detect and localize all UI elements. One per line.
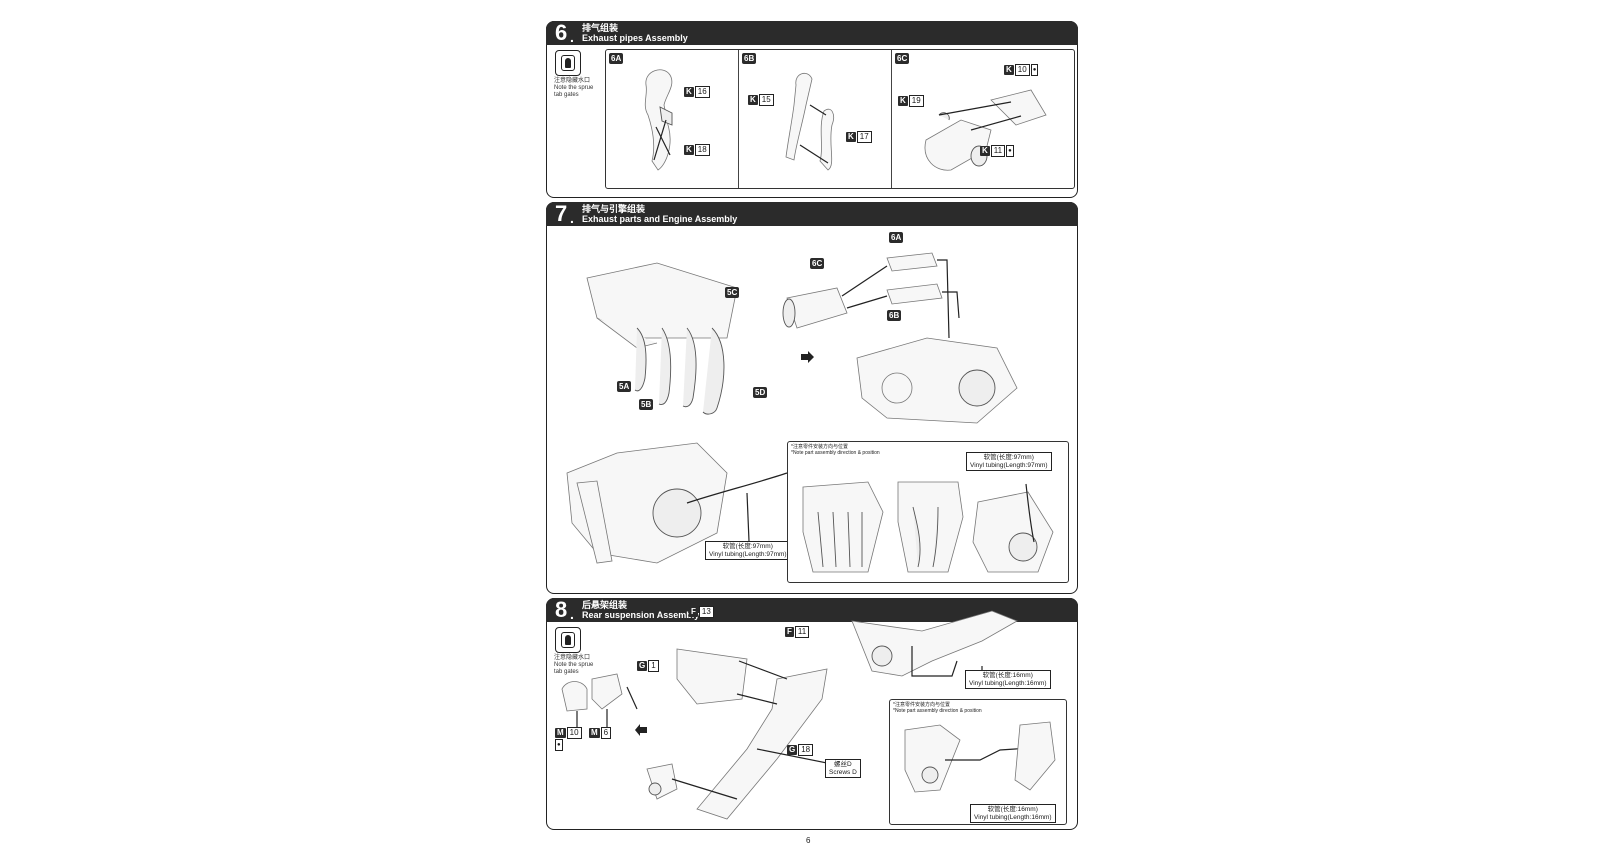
arrow-right-icon [801,351,814,363]
step-7-dot: . [570,210,574,226]
step-6-number: 6 [555,20,568,45]
panel-divider [891,50,892,188]
step-8-number: 8 [555,597,568,622]
engine-headers-drawing [586,262,738,415]
label-5a: 5A [617,381,632,392]
step-8-title-en: Rear suspension Assembly [582,610,700,620]
sprue-note-en-1: Note the sprue [554,662,594,668]
step-6-title-cn: 排气组装 [582,23,619,33]
inset-note: *注意零件安装方向与位置 *Note part assembly directi… [791,444,880,456]
step-6-header: 6 . 排气组装 Exhaust pipes Assembly [546,21,1078,45]
step-6-dot: . [570,29,574,45]
exhaust-engine-drawing [782,252,1018,424]
vinyl-tubing-caption-97mm: 软管(长度:97mm) Vinyl tubing(Length:97mm) [705,541,791,560]
label-6b: 6B [887,310,902,321]
inset-note: *注意零件安装方向与位置 *Note part assembly directi… [893,702,982,714]
label-5c: 5C [725,287,740,298]
step-7-title-cn: 排气与引擎组装 [582,204,646,214]
label-5b: 5B [639,399,654,410]
step-6-title-en: Exhaust pipes Assembly [582,33,688,43]
step-7-exhaust-engine: 7 . 排气与引擎组装 Exhaust parts and Engine Ass… [546,202,1078,594]
step-6-exhaust-pipes: 6 . 排气组装 Exhaust pipes Assembly 注意隐藏水口 N… [546,21,1078,198]
screws-d-caption: 螺丝D Screws D [825,759,861,778]
step-7-title-en: Exhaust parts and Engine Assembly [582,214,738,224]
sprue-note-en-2: tab gates [554,669,579,675]
inset-engine-headers-drawing [802,481,1054,573]
subpanel-6c-badge: 6C [895,53,910,64]
sprue-gate-icon [555,627,581,653]
subpanel-6a-badge: 6A [609,53,624,64]
vinyl-tubing-caption-16mm-inset: 软管(长度:16mm) Vinyl tubing(Length:16mm) [970,804,1056,823]
arrow-left-icon [635,724,647,736]
part-label-m10-mark: ● [555,739,563,751]
exhaust-pipe-6a-drawing [644,69,673,171]
swingarm-drawing [646,648,833,820]
sprue-note: 注意隐藏水口 Note the sprue tab gates [554,655,606,676]
exhaust-pipe-6b-drawing [785,72,834,171]
label-6c: 6C [810,258,825,269]
vinyl-tubing-caption-16mm: 软管(长度:16mm) Vinyl tubing(Length:16mm) [965,670,1051,689]
sprue-gate-icon [555,50,581,76]
rear-frame-tubing-drawing [566,442,788,564]
label-5d: 5D [753,387,768,398]
step-7-header: 7 . 排气与引擎组装 Exhaust parts and Engine Ass… [546,202,1078,226]
step-7-number: 7 [555,201,568,226]
panel-divider [738,50,739,188]
subpanel-6b-badge: 6B [742,53,757,64]
step-8-dot: . [570,606,574,622]
frame-tubing-drawing [851,610,1018,677]
muffler-6c-drawing [924,89,1047,171]
sprue-note-en-2: tab gates [554,92,579,98]
label-6a: 6A [889,232,904,243]
shock-parts-drawing [561,673,638,734]
step-7-inset-panel: *注意零件安装方向与位置 *Note part assembly directi… [787,441,1069,583]
sprue-note-cn: 注意隐藏水口 [554,78,591,84]
sprue-note: 注意隐藏水口 Note the sprue tab gates [554,78,606,99]
sprue-note-en-1: Note the sprue [554,85,594,91]
step-8-rear-suspension: 8 . 后悬架组装 Rear suspension Assembly 注意隐藏水… [546,598,1078,830]
sprue-note-cn: 注意隐藏水口 [554,655,591,661]
page-number: 6 [806,836,811,845]
inset-frame-tubing-drawing [904,721,1056,793]
step-8-title-cn: 后悬架组装 [582,600,628,610]
step-8-inset-panel: *注意零件安装方向与位置 *Note part assembly directi… [889,699,1067,825]
vinyl-tubing-caption-97mm-inset: 软管(长度:97mm) Vinyl tubing(Length:97mm) [966,452,1052,471]
